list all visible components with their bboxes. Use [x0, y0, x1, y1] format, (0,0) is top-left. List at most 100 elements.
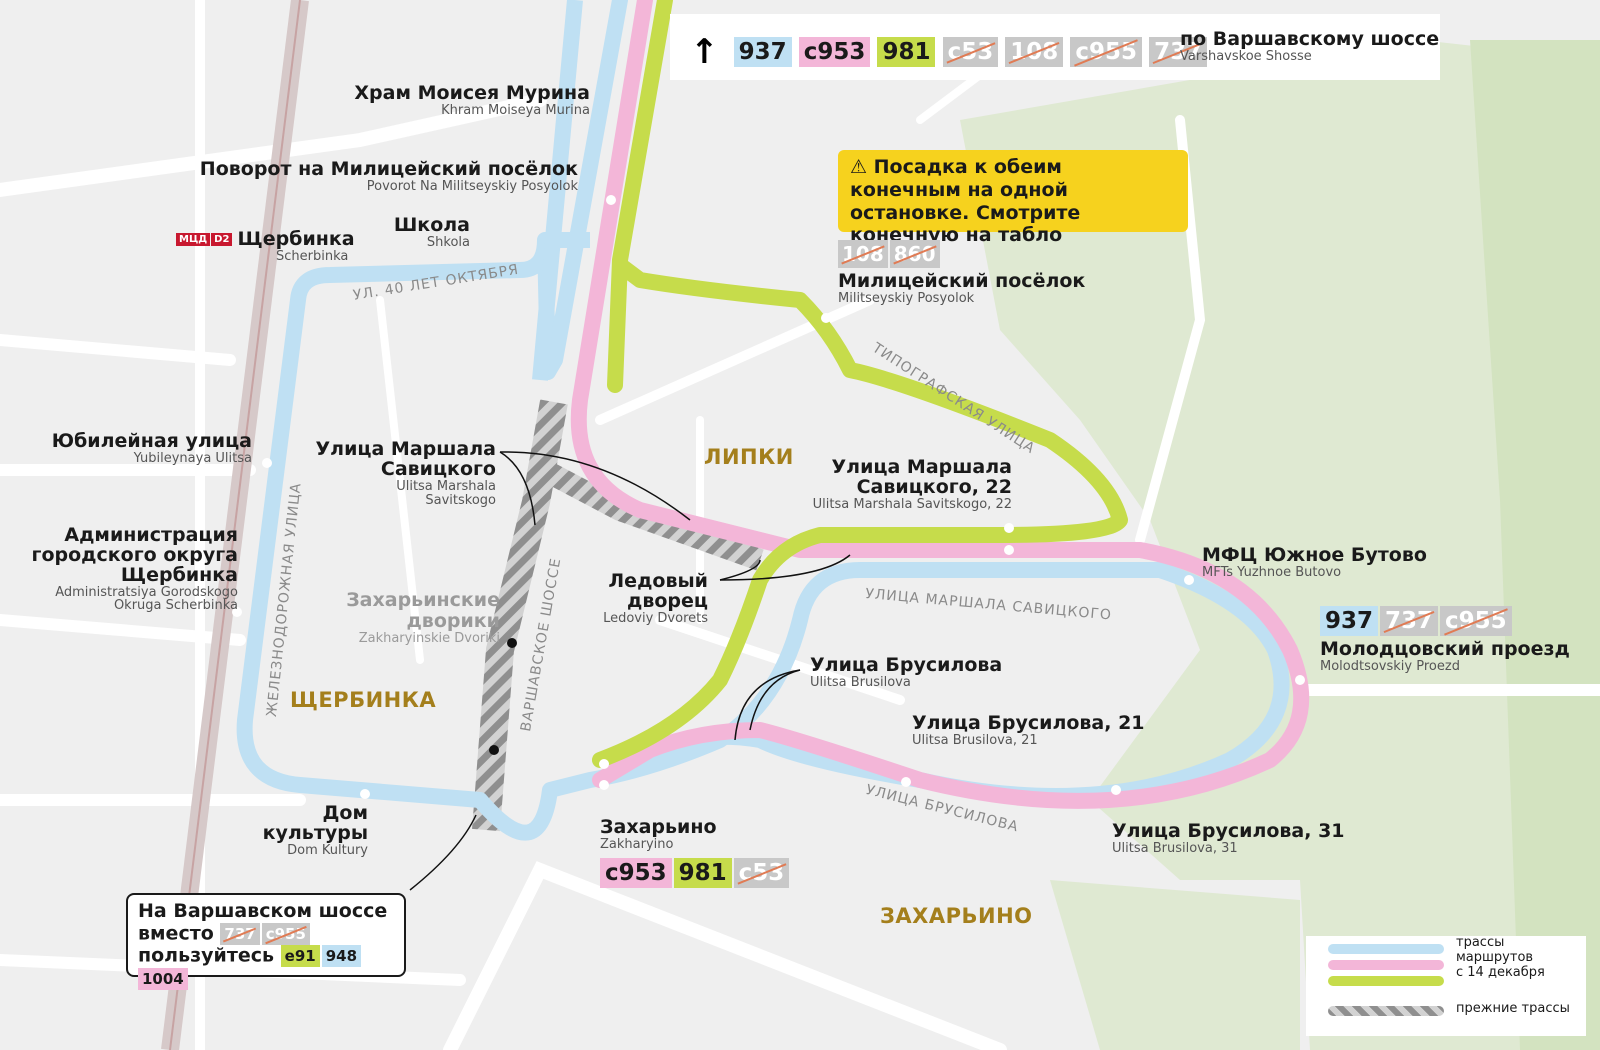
- stop-marshala: Улица Маршала Савицкого Ulitsa Marshala …: [300, 438, 496, 508]
- legend-text: с 14 декабря: [1456, 964, 1545, 980]
- cancelled-route-badge: с955: [1070, 37, 1143, 67]
- stop-name-ru: Ледовый: [608, 570, 708, 592]
- legend-text: трассы: [1456, 935, 1505, 950]
- area-name-en: Zakharyinskie Dvoriki: [358, 630, 500, 646]
- notice-text: Посадка к обеим конечным на одной остано…: [850, 156, 1081, 247]
- stop-name-en: Ulitsa Marshala Savitskogo, 22: [812, 496, 1012, 512]
- stop-ledoviy: Ледовый дворец Ledoviy Dvorets: [580, 570, 708, 626]
- forest-area: [1470, 40, 1600, 1050]
- green-route: [592, 0, 1128, 768]
- stop-name-ru: Улица Маршала: [315, 438, 496, 460]
- callout-line: На Варшавском шоссе: [138, 900, 388, 922]
- cancelled-route-badge: с955: [1440, 606, 1512, 636]
- cancelled-route-badge: 108: [1005, 37, 1064, 67]
- stop-name-en: MFTs Yuzhnoe Butovo: [1202, 564, 1342, 580]
- area-dvoriki: Захарьинские дворики Zakharyinskie Dvori…: [330, 590, 500, 646]
- stop-name-ru: Щербинка: [237, 228, 355, 250]
- stop-brusilova-31: Улица Брусилова, 31 Ulitsa Brusilova, 31: [1112, 820, 1352, 856]
- old-route: [472, 399, 568, 832]
- cancelled-route-badge: с53: [942, 37, 999, 67]
- stop-name-ru: Савицкого, 22: [856, 475, 1012, 498]
- legend-swatch-blue: [1328, 944, 1444, 954]
- stop-name-ru: Щербинка: [120, 563, 238, 586]
- stop-name-ru: МФЦ Южное Бутово: [1202, 544, 1427, 566]
- route-badge-c953: с953: [798, 37, 871, 67]
- stop-name-en: Savitskogo: [425, 492, 496, 508]
- warning-icon: ⚠: [850, 156, 874, 178]
- stop-dots: [232, 195, 1305, 799]
- district-scherbinka: ЩЕРБИНКА: [290, 688, 437, 712]
- arrow-up-icon: ↑: [690, 32, 719, 72]
- route-badge-981: 981: [673, 857, 732, 888]
- callout-line: вместо: [138, 922, 214, 945]
- stop-name-en: Povorot Na Militseyskiy Posyolok: [366, 178, 578, 194]
- stop-name-en: Administratsiya Gorodskogo: [55, 584, 238, 600]
- cancelled-route-badge: 737: [1149, 37, 1208, 67]
- stop-name-en: Ledoviy Dvorets: [603, 610, 708, 626]
- stop-name-ru: Захарьино: [600, 816, 717, 838]
- callout-line: пользуйтесь: [138, 944, 275, 967]
- cancelled-route-badge: 108: [838, 240, 888, 268]
- stop-name-ru: Администрация: [64, 524, 238, 546]
- stop-mfc: МФЦ Южное Бутово MFTs Yuzhnoe Butovo: [1202, 544, 1442, 580]
- stop-name-en: Zakharyino: [600, 836, 674, 852]
- legend-swatch-old: [1328, 1006, 1444, 1016]
- stop-khram: Храм Моисея Мурина Khram Moiseya Murina: [290, 82, 590, 118]
- route-badge-c953: с953: [600, 857, 672, 888]
- legend: трассы маршрутов с 14 декабря прежние тр…: [1306, 935, 1586, 1036]
- stop-dom-kultury: Дом культуры Dom Kultury: [248, 803, 368, 858]
- stop-name-ru: культуры: [262, 821, 368, 844]
- old-stop-dots: [489, 638, 517, 755]
- cancelled-route-badge: с955: [261, 922, 310, 945]
- stop-shkola: Школа Shkola: [360, 215, 470, 250]
- legend-swatch-pink: [1328, 960, 1444, 970]
- direction-ru: по Варшавскому шоссе: [1180, 28, 1440, 50]
- cancelled-route-badge: 860: [889, 240, 940, 268]
- stop-yubileynaya: Юбилейная улица Yubileynaya Ulitsa: [40, 431, 252, 466]
- stop-name-ru: Улица Брусилова: [810, 654, 1003, 676]
- cancelled-route-badge: 737: [1380, 606, 1439, 636]
- legend-old-routes: прежние трассы: [1456, 1001, 1570, 1016]
- stop-name-ru: Улица Брусилова, 31: [1112, 820, 1345, 842]
- stop-name-en: Militseyskiy Posyolok: [838, 290, 975, 306]
- mcd-label: МЦД: [176, 233, 211, 247]
- stop-administratsiya: Администрация городского округа Щербинка…: [30, 524, 238, 613]
- stop-name-ru: Улица Маршала: [831, 456, 1012, 478]
- stop-name-en: Scherbinka: [276, 248, 349, 264]
- stop-name-en: Molodtsovskiy Proezd: [1320, 658, 1460, 674]
- stop-povorot: Поворот на Милицейский посёлок Povorot N…: [180, 158, 578, 194]
- cancelled-route-badge: 737: [220, 922, 260, 945]
- cancelled-route-badge: с53: [733, 857, 790, 888]
- route-badge-948: 948: [321, 945, 362, 968]
- legend-text: маршрутов: [1456, 949, 1534, 965]
- route-badge-937: 937: [1320, 606, 1379, 636]
- stop-name-en: Khram Moiseya Murina: [441, 102, 590, 118]
- direction-route-badges: ↑ 937 с953 981 с53 108 с955 737: [690, 32, 1209, 72]
- stop-name-ru: городского округа: [31, 543, 238, 566]
- stop-name-en: Ulitsa Brusilova, 21: [912, 732, 1038, 748]
- stop-name-en: Shkola: [426, 234, 470, 250]
- pink-route: [570, 0, 1310, 809]
- route-badge-937: 937: [733, 37, 792, 67]
- area-name-ru: дворики: [406, 609, 500, 632]
- stop-name-ru: Поворот на Милицейский посёлок: [199, 158, 578, 180]
- stop-name-ru: дворец: [627, 589, 708, 612]
- route-badge-e91: е91: [280, 945, 320, 968]
- stop-name-ru: Савицкого: [380, 457, 496, 480]
- stop-name-en: Yubileynaya Ulitsa: [133, 450, 252, 466]
- d2-label: D2: [211, 233, 233, 247]
- legend-new-routes: трассы маршрутов с 14 декабря: [1456, 935, 1545, 981]
- direction-bar: ↑ 937 с953 981 с53 108 с955 737 по Варша…: [670, 14, 1440, 80]
- stop-name-ru: Храм Моисея Мурина: [354, 82, 590, 104]
- stop-name-en: Dom Kultury: [287, 842, 368, 858]
- area-name-ru: Захарьинские: [346, 589, 500, 611]
- stop-brusilova-21: Улица Брусилова, 21 Ulitsa Brusilova, 21: [912, 713, 1152, 748]
